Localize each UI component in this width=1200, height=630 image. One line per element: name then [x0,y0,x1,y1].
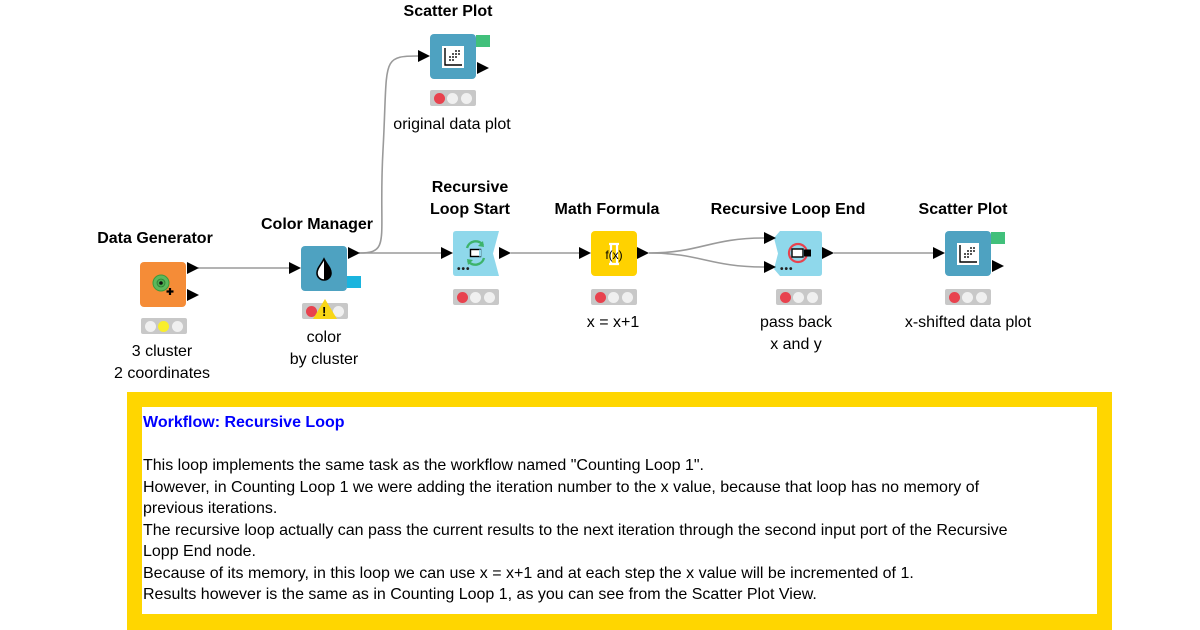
status-light [332,305,344,317]
annotation-spacer [143,434,1096,456]
node-annotation-data-generator[interactable]: 3 cluster 2 coordinates [114,341,210,385]
status-light [470,291,482,303]
loop-start-icon [465,240,486,266]
node-title-scatter-plot-original[interactable]: Scatter Plot [403,3,493,20]
annotation-text-line: This loop implements the same task as th… [143,457,704,474]
node-title-math-formula[interactable]: Math Formula [554,201,660,218]
node-annotation-scatter-plot-original[interactable]: original data plot [393,116,511,133]
node-title-scatter-plot-shifted[interactable]: Scatter Plot [918,201,1008,218]
annotation-line: by cluster [289,351,359,368]
status-light-red [306,305,318,317]
output-port[interactable] [499,247,511,259]
node-recursive-loop-end[interactable] [774,231,822,276]
workflow-annotation[interactable]: Workflow: Recursive Loop This loop imple… [127,392,1112,630]
node-recursive-loop-start[interactable] [453,231,500,276]
annotation-text-line: However, in Counting Loop 1 we were addi… [143,478,980,496]
annotation-title: Workflow: Recursive Loop [143,414,345,431]
output-port-1[interactable] [187,262,199,274]
title-line: Recursive [431,179,509,196]
annotation-line: 3 cluster [131,343,193,360]
status-light-red [949,291,961,303]
input-port[interactable] [441,247,453,259]
input-port[interactable] [579,247,591,259]
title-line: Loop Start [430,201,510,218]
output-port[interactable] [992,260,1004,272]
output-port-2[interactable] [187,289,199,301]
output-port[interactable] [477,62,489,74]
status-light-red [434,92,446,104]
annotation-text-line: Because of its memory, in this loop we c… [143,564,914,582]
input-port[interactable] [289,262,301,274]
annotation-line: color [306,329,342,346]
svg-text:f(x): f(x) [605,248,622,262]
status-light [608,291,620,303]
status-light-red [780,291,792,303]
node-scatter-plot-original[interactable] [430,34,476,79]
status-light [962,291,974,303]
annotation-line: 2 coordinates [113,365,211,382]
annotation-text-line: Lopp End node. [143,543,256,560]
data-generator-icon [152,274,174,295]
annotation-text-line: Results however is the same as in Counti… [143,586,817,603]
annotation-body: Workflow: Recursive Loop This loop imple… [142,407,1097,614]
annotation-line: x and y [770,336,822,353]
node-title-recursive-loop-start[interactable]: Recursive Loop Start [430,177,510,221]
loop-end-icon [787,242,811,264]
status-light [806,291,818,303]
status-light [793,291,805,303]
scatter-plot-icon [442,45,464,68]
node-title-color-manager[interactable]: Color Manager [260,216,374,233]
output-port[interactable] [822,247,834,259]
node-data-generator[interactable] [140,262,186,307]
status-light [145,320,157,332]
node-annotation-recursive-loop-end[interactable]: pass back x and y [760,312,832,356]
input-port-1[interactable] [764,232,776,244]
annotation-line: pass back [759,314,833,331]
status-light-red [457,291,469,303]
status-traffic-light [453,289,499,305]
status-light [460,92,472,104]
warning-mark: ! [322,304,327,319]
view-port[interactable] [476,35,490,47]
view-port[interactable] [991,232,1005,244]
output-port[interactable] [348,247,360,259]
output-port[interactable] [637,247,649,259]
node-annotation-math-formula[interactable]: x = x+1 [586,314,640,331]
scatter-plot-icon [957,242,979,265]
annotation-text-line: The recursive loop actually can pass the… [143,521,1008,539]
connection-mathformula-loopend-port2 [648,252,765,268]
connection-mathformula-loopend-port1 [648,237,765,254]
status-light-red [595,291,607,303]
status-traffic-light [591,289,637,305]
node-annotation-scatter-plot-shifted[interactable]: x-shifted data plot [904,314,1032,331]
status-light [975,291,987,303]
node-scatter-plot-shifted[interactable] [945,231,991,276]
color-model-port[interactable] [347,276,361,288]
status-light [621,291,633,303]
annotation-text-line: previous iterations. [143,500,278,517]
warning-icon[interactable] [313,299,337,319]
status-light-yellow [158,320,170,332]
input-port[interactable] [933,247,945,259]
status-traffic-light [141,318,187,334]
variable-port-icon[interactable]: ••• [780,264,794,275]
node-title-recursive-loop-end[interactable]: Recursive Loop End [710,201,866,218]
status-light [447,92,459,104]
input-port[interactable] [418,50,430,62]
status-light [171,320,183,332]
formula-icon: f(x) [605,242,623,265]
input-port-2[interactable] [764,261,776,273]
color-drop-icon [316,256,332,281]
status-traffic-light [945,289,991,305]
node-title-data-generator[interactable]: Data Generator [97,230,213,247]
node-annotation-color-manager[interactable]: color by cluster [290,327,358,371]
status-traffic-light [776,289,822,305]
status-traffic-light [430,90,476,106]
node-color-manager[interactable] [301,246,347,291]
status-light [483,291,495,303]
variable-port-icon[interactable]: ••• [457,264,471,275]
node-math-formula[interactable]: f(x) [591,231,637,276]
